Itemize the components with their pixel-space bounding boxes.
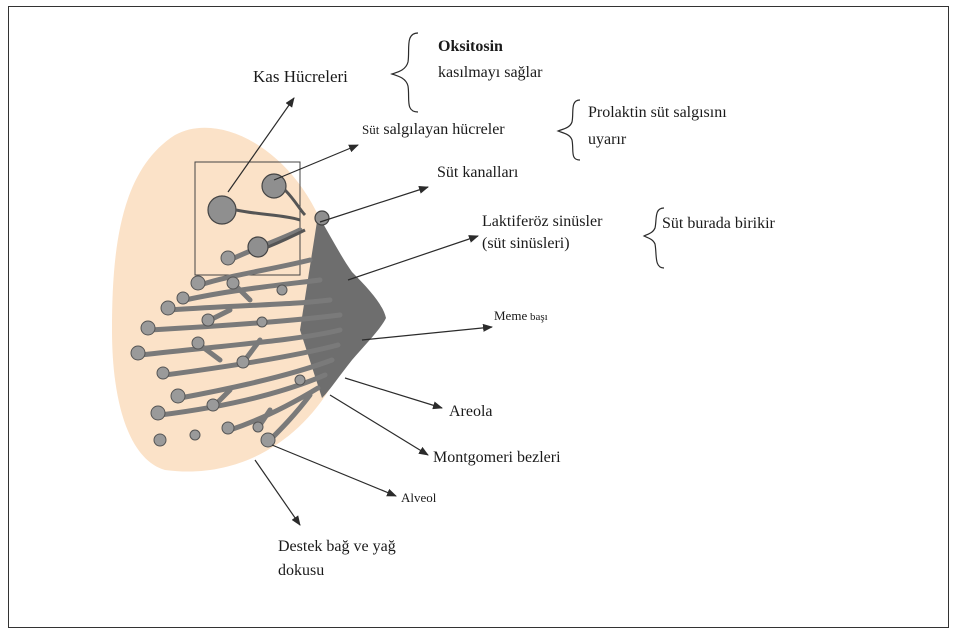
label-meme: Meme — [494, 308, 527, 323]
label-prolaktin: Prolaktin süt salgısını — [588, 103, 727, 122]
label-sut-salgilayan-prefix: Süt — [362, 122, 379, 137]
label-basi: başı — [527, 311, 547, 323]
label-oksitosin: Oksitosin — [438, 37, 503, 56]
label-areola: Areola — [449, 402, 493, 421]
label-laktiferoz: Laktiferöz sinüsler — [482, 212, 602, 231]
label-montgomeri: Montgomeri bezleri — [433, 448, 561, 467]
label-meme-basi: Meme başı — [494, 306, 548, 325]
label-sut-salgilayan: Süt salgılayan hücreler — [362, 120, 505, 139]
label-destek-line2: dokusu — [278, 561, 324, 580]
label-sut-salgilayan-text: salgılayan hücreler — [379, 121, 504, 138]
label-laktiferoz-sub: (süt sinüsleri) — [482, 234, 570, 253]
label-prolaktin-desc: uyarır — [588, 130, 626, 149]
label-kas-hucreleri: Kas Hücreleri — [253, 67, 348, 87]
label-destek-line1: Destek bağ ve yağ — [278, 537, 396, 556]
label-sut-kanallari: Süt kanalları — [437, 163, 518, 182]
label-alveol: Alveol — [401, 490, 436, 506]
label-oksitosin-desc: kasılmayı sağlar — [438, 63, 542, 82]
label-sut-burada: Süt burada birikir — [662, 214, 775, 233]
